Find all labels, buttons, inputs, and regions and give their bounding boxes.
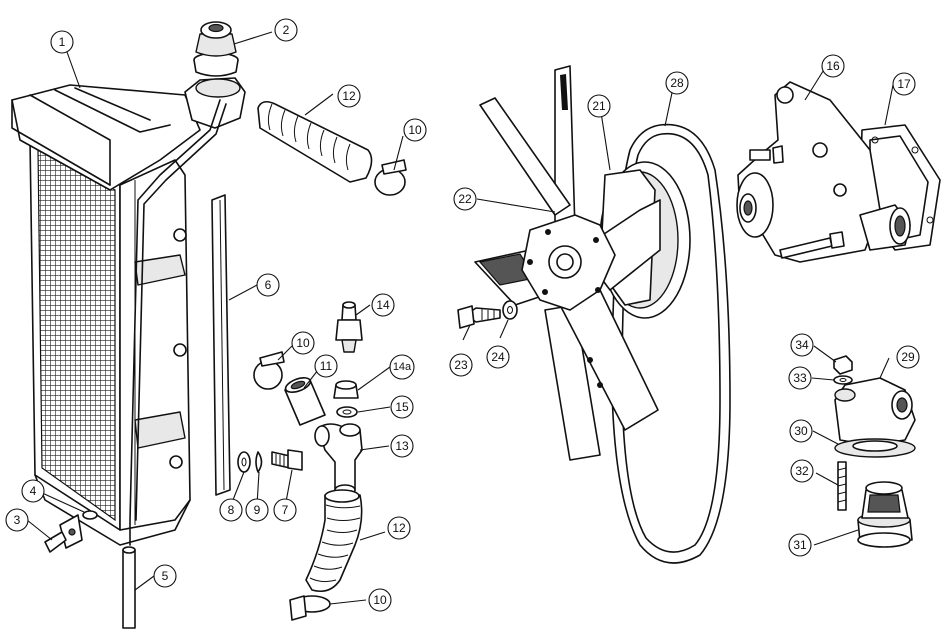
thermostat-housing (834, 377, 916, 446)
callout-1: 1 (50, 30, 74, 54)
callout-7: 7 (273, 498, 297, 522)
svg-text:13: 13 (395, 439, 409, 453)
callout-31: 31 (788, 533, 812, 557)
plug-14a (333, 380, 359, 399)
top-hose (257, 100, 373, 183)
washer-33 (833, 375, 853, 385)
callout-6: 6 (256, 273, 280, 297)
elbow-pipe (314, 423, 363, 496)
callout-17: 17 (892, 72, 916, 96)
svg-text:10: 10 (373, 593, 387, 607)
svg-text:8: 8 (228, 503, 235, 517)
sealing-strip (211, 194, 231, 496)
callout-21: 21 (587, 94, 611, 118)
svg-text:16: 16 (826, 59, 840, 73)
bottom-hose (305, 489, 363, 593)
svg-text:32: 32 (795, 464, 809, 478)
svg-text:3: 3 (14, 513, 21, 527)
fan-bolt (457, 305, 501, 329)
washers-and-bolt (237, 449, 303, 473)
overflow-tube (122, 546, 136, 629)
callout-11: 11 (314, 354, 338, 378)
svg-text:10: 10 (296, 336, 310, 350)
svg-text:12: 12 (342, 89, 356, 103)
callout-22: 22 (453, 187, 477, 211)
plug-14 (335, 301, 363, 353)
svg-text:6: 6 (265, 278, 272, 292)
svg-text:4: 4 (30, 484, 37, 498)
callout-12-top: 12 (337, 84, 361, 108)
callout-29: 29 (896, 345, 920, 369)
radiator (11, 77, 246, 546)
svg-text:22: 22 (458, 192, 472, 206)
gasket-30 (834, 438, 916, 458)
callout-30: 30 (789, 419, 813, 443)
callout-13: 13 (390, 434, 414, 458)
callout-10-bottom: 10 (368, 588, 392, 612)
short-hose (284, 377, 326, 426)
callout-12-bottom: 12 (387, 516, 411, 540)
svg-text:33: 33 (793, 371, 807, 385)
svg-text:1: 1 (59, 35, 66, 49)
drain-tap (44, 510, 98, 553)
callout-24: 24 (486, 345, 510, 369)
callout-28: 28 (665, 71, 689, 95)
nut-34 (833, 355, 853, 375)
callout-23: 23 (449, 353, 473, 377)
svg-text:9: 9 (254, 503, 261, 517)
callout-3: 3 (5, 508, 29, 532)
svg-text:14: 14 (376, 298, 390, 312)
svg-text:14a: 14a (393, 361, 412, 373)
callout-9: 9 (245, 498, 269, 522)
callout-14: 14 (371, 293, 395, 317)
callout-34: 34 (790, 333, 814, 357)
svg-text:11: 11 (320, 359, 333, 373)
callout-32: 32 (790, 459, 814, 483)
filler-cap (193, 21, 239, 77)
svg-text:12: 12 (392, 521, 406, 535)
fan-washer (502, 300, 518, 320)
stud-32 (837, 461, 847, 511)
hose-clip-top (374, 159, 407, 196)
callout-15: 15 (390, 395, 414, 419)
svg-text:23: 23 (454, 358, 468, 372)
svg-text:34: 34 (795, 338, 809, 352)
water-pump (736, 81, 941, 263)
callout-5: 5 (153, 564, 177, 588)
svg-text:2: 2 (283, 23, 290, 37)
hose-clip-bottom (289, 595, 331, 621)
callout-2: 2 (274, 18, 298, 42)
svg-text:17: 17 (897, 77, 911, 91)
callout-16: 16 (821, 54, 845, 78)
callout-4: 4 (21, 479, 45, 503)
svg-text:28: 28 (670, 76, 684, 90)
svg-text:21: 21 (592, 99, 606, 113)
hose-clip-middle (253, 351, 285, 390)
callout-10-top: 10 (403, 118, 427, 142)
callout-33: 33 (788, 366, 812, 390)
washer-15 (336, 406, 358, 418)
svg-text:15: 15 (395, 400, 409, 414)
svg-text:10: 10 (408, 123, 422, 137)
svg-text:30: 30 (794, 424, 808, 438)
callout-10-middle: 10 (291, 331, 315, 355)
callout-14a: 14a (389, 354, 415, 380)
leader-lines (26, 31, 894, 605)
callout-8: 8 (219, 498, 243, 522)
svg-text:29: 29 (901, 350, 915, 364)
svg-text:31: 31 (793, 538, 807, 552)
svg-text:5: 5 (162, 569, 169, 583)
thermostat-31 (857, 481, 913, 548)
svg-text:24: 24 (491, 350, 505, 364)
fan-blades (474, 65, 661, 461)
svg-text:7: 7 (282, 503, 289, 517)
